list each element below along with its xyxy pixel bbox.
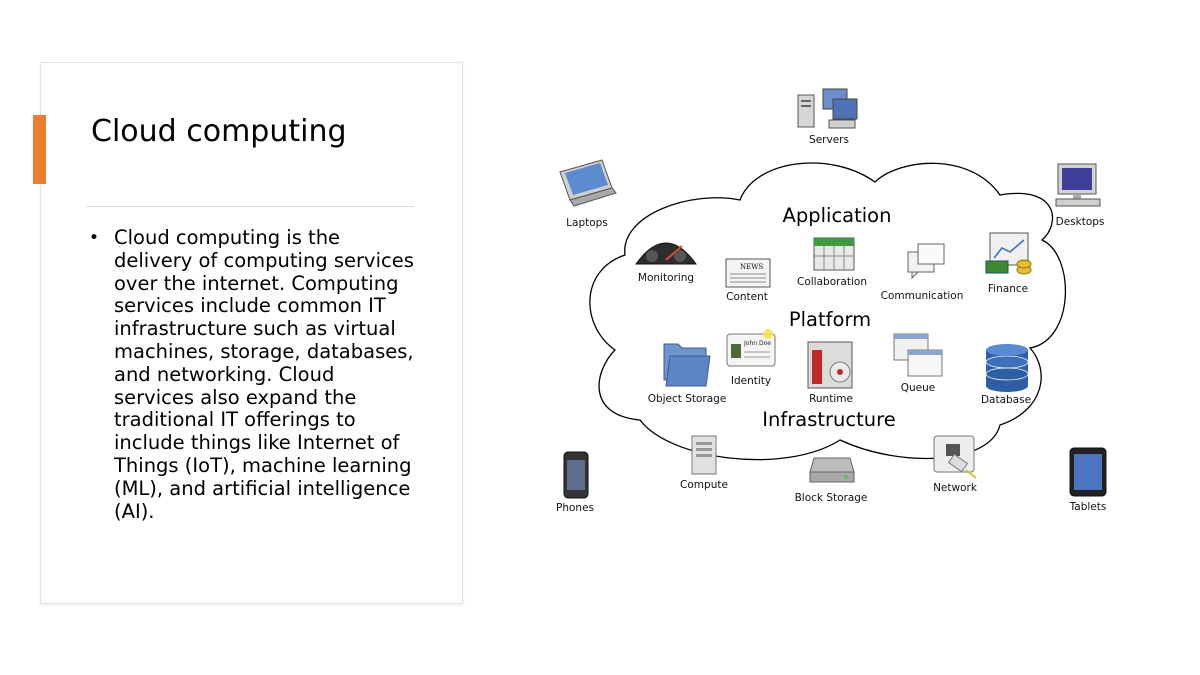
label-block-storage: Block Storage (795, 492, 868, 504)
label-collaboration: Collaboration (797, 276, 867, 288)
gauge-icon (635, 242, 697, 265)
label-identity: Identity (731, 375, 771, 387)
label-finance: Finance (988, 283, 1028, 295)
label-laptops: Laptops (566, 217, 608, 229)
slide-title: Cloud computing (91, 114, 347, 149)
bullet-item: • Cloud computing is the delivery of comp… (88, 226, 418, 523)
label-tablets: Tablets (1069, 501, 1107, 513)
desktop-icon (1055, 163, 1101, 207)
folder-icon (663, 343, 711, 387)
newspaper-icon: NEWS (725, 258, 771, 288)
label-servers: Servers (809, 134, 849, 146)
cloud-outline (589, 162, 1067, 461)
calendar-icon (813, 237, 855, 271)
tablet-icon (1069, 447, 1107, 497)
label-compute: Compute (680, 479, 728, 491)
chat-bubbles-icon (907, 243, 945, 280)
title-divider (86, 206, 414, 207)
newspaper-header: NEWS (740, 263, 763, 271)
laptop-icon (559, 159, 617, 207)
label-desktops: Desktops (1056, 216, 1105, 228)
software-box-icon (807, 341, 853, 389)
bullet-list: • Cloud computing is the delivery of comp… (88, 226, 418, 523)
label-phones: Phones (556, 502, 594, 514)
label-communication: Communication (881, 290, 964, 302)
id-card-name: John Doe (743, 340, 771, 347)
label-network: Network (933, 482, 978, 494)
section-application: Application (783, 204, 892, 227)
network-socket-icon (933, 435, 977, 479)
windows-stack-icon (893, 333, 943, 377)
cloud-computing-diagram: Application Platform Infrastructure Serv… (556, 88, 1107, 514)
label-database: Database (981, 394, 1031, 406)
section-platform: Platform (789, 308, 871, 331)
label-content: Content (726, 291, 768, 303)
id-card-icon: John Doe (726, 329, 776, 367)
content-card (40, 62, 463, 604)
database-icon (985, 344, 1029, 392)
chart-money-icon (985, 232, 1032, 275)
servers-icon (797, 88, 858, 129)
section-infrastructure: Infrastructure (762, 408, 895, 431)
label-monitoring: Monitoring (638, 272, 694, 284)
hard-drive-icon (809, 457, 855, 483)
bullet-text: Cloud computing is the delivery of compu… (114, 226, 414, 523)
server-tower-icon (691, 435, 717, 475)
label-object-storage: Object Storage (648, 393, 727, 405)
label-runtime: Runtime (809, 393, 853, 405)
title-accent-bar (33, 115, 46, 184)
label-queue: Queue (901, 382, 936, 394)
bullet-dot-icon: • (89, 228, 100, 248)
phone-icon (563, 451, 589, 499)
